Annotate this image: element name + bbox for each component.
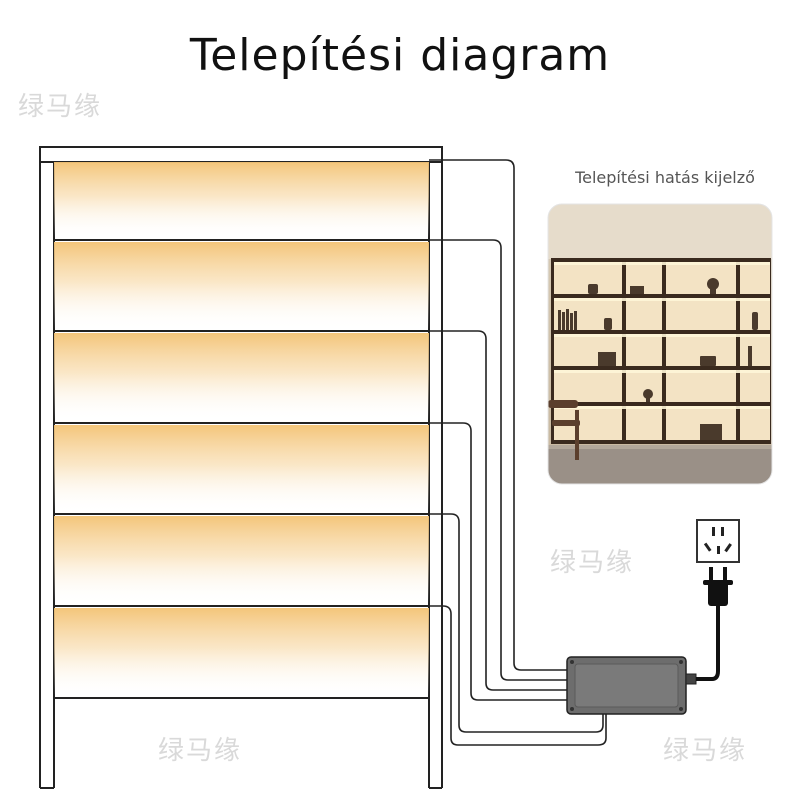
power-plug-icon <box>703 567 733 606</box>
strip-wires <box>429 159 607 746</box>
light-strips <box>54 162 429 699</box>
light-strip-1 <box>54 162 429 238</box>
wire-5 <box>429 513 604 733</box>
light-strip-6 <box>54 608 429 696</box>
watermark-top-left: 绿马缘 <box>18 92 103 122</box>
controller-box-icon <box>566 656 697 715</box>
wire-2 <box>429 239 570 681</box>
preview-frame <box>547 203 773 485</box>
wire-1 <box>429 159 570 671</box>
wire-4 <box>429 422 570 701</box>
watermark-middle-right: 绿马缘 <box>550 548 635 578</box>
light-strip-2 <box>54 242 429 330</box>
watermark-bottom-left: 绿马缘 <box>158 736 243 766</box>
light-strip-3 <box>54 333 429 421</box>
power-cable <box>696 606 720 681</box>
shelf-photo-icon <box>548 204 772 484</box>
page-title: Telepítési diagram <box>189 30 611 81</box>
preview-caption: Telepítési hatás kijelző <box>575 168 755 187</box>
power-outlet-icon <box>696 519 740 563</box>
wire-3 <box>429 330 570 691</box>
light-strip-4 <box>54 425 429 513</box>
watermark-bottom-right: 绿马缘 <box>663 736 748 766</box>
wire-6 <box>429 605 607 746</box>
light-strip-5 <box>54 516 429 604</box>
